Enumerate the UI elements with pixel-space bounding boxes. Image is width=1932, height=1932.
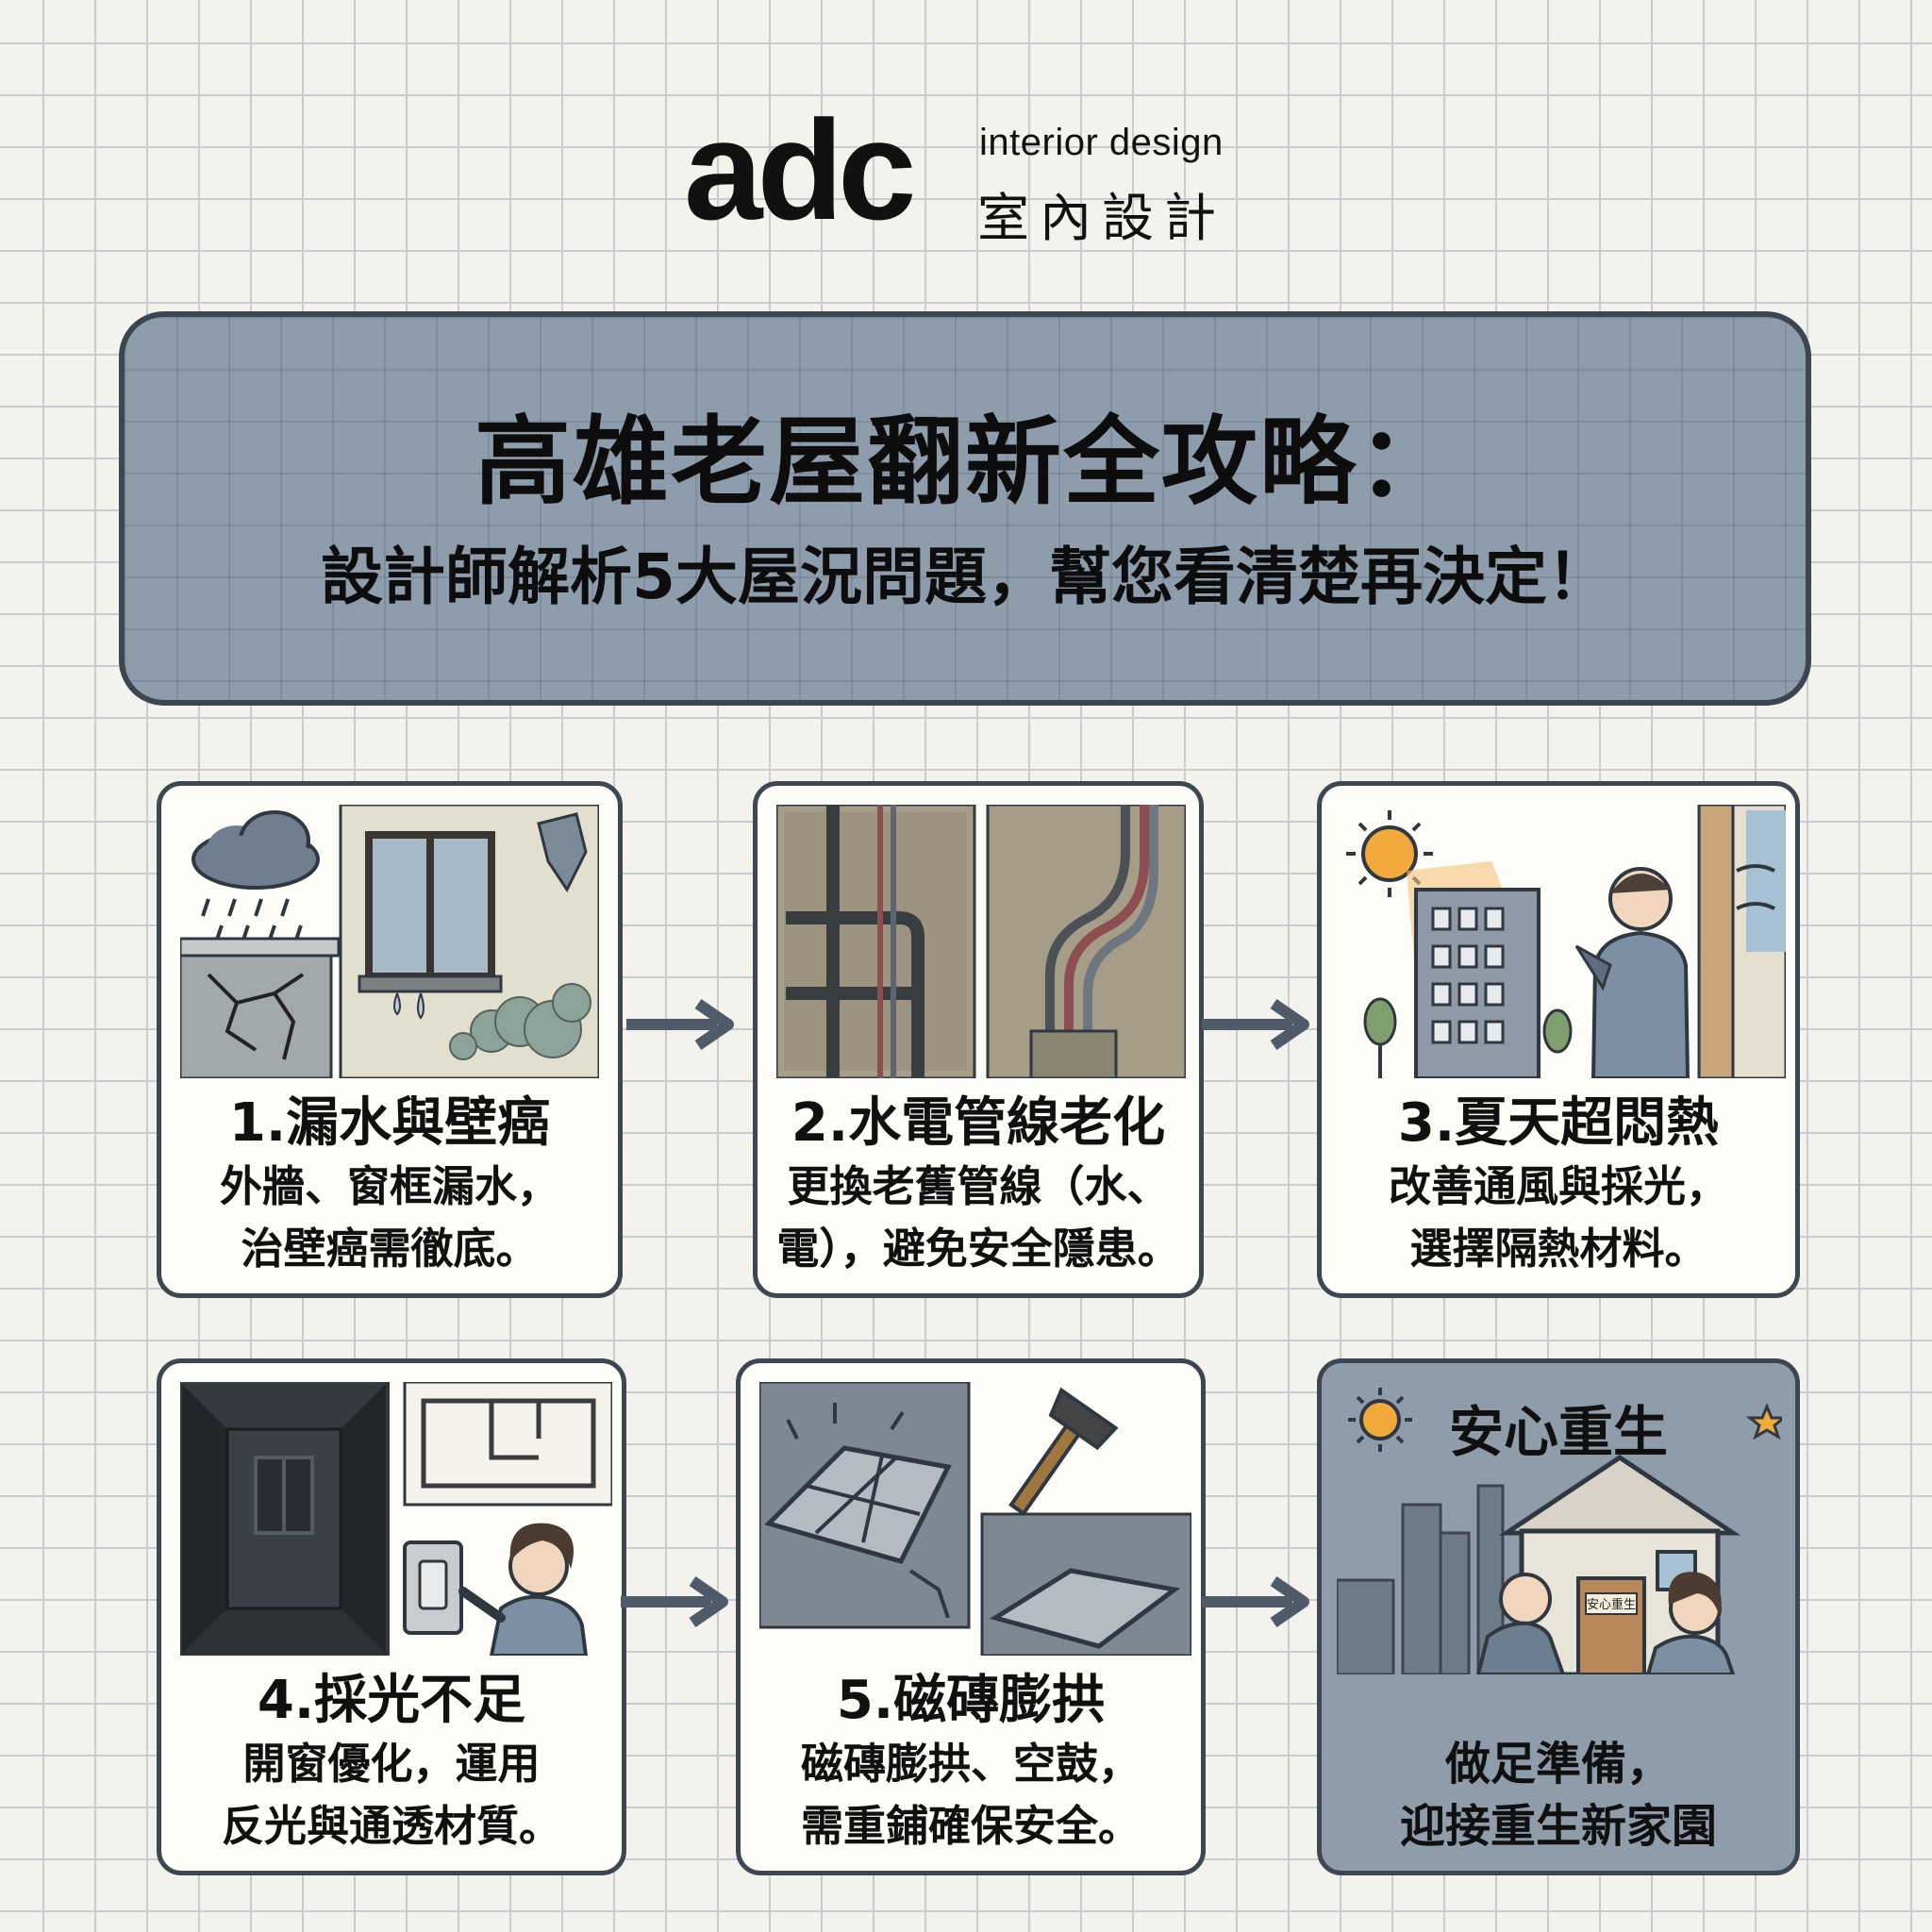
building-icon <box>1414 888 1541 1078</box>
sun-icon <box>1348 1388 1412 1452</box>
card-desc-line1: 開窗優化，運用 <box>242 1739 541 1789</box>
light-switch-icon <box>403 1541 463 1635</box>
arrow-right-icon <box>1202 999 1309 1050</box>
old-pipes-icon <box>776 805 976 1078</box>
dark-room-icon <box>180 1382 390 1656</box>
card-desc-line2: 選擇隔熱材料。 <box>1409 1224 1707 1274</box>
leak-illustration <box>180 805 599 1078</box>
arrow-right-icon <box>626 999 734 1050</box>
rain-cloud-icon <box>192 810 320 943</box>
card-desc-line1: 更換老舊管線（水、 <box>787 1161 1170 1211</box>
card-title: 2.水電管線老化 <box>791 1092 1166 1154</box>
card-lighting: 4.採光不足 開窗優化，運用 反光與通透材質。 <box>157 1358 626 1875</box>
final-card-title: 安心重生 <box>1448 1400 1668 1464</box>
brand-name-en: interior design <box>979 122 1224 163</box>
door-sign: 安心重生 <box>1587 1597 1636 1612</box>
tree-icon <box>1363 997 1573 1078</box>
cracked-tiles-icon <box>759 1382 971 1629</box>
arrow-right-icon <box>1202 1576 1309 1627</box>
insulated-wall-icon <box>1697 805 1786 1078</box>
card-desc-line2: 反光與通透材質。 <box>221 1801 561 1851</box>
old-wiring-icon <box>986 805 1186 1078</box>
adc-logo-mark: adc <box>684 113 919 245</box>
brand-name-zh: 室內設計 <box>977 188 1227 248</box>
card-reborn: 安心重生 安心重生 做足準備， 迎接重生新家園 <box>1317 1358 1800 1875</box>
card-desc-line2: 治壁癌需徹底。 <box>241 1224 539 1274</box>
leaking-window-icon <box>339 805 599 1078</box>
card-title: 3.夏天超悶熱 <box>1397 1092 1720 1154</box>
card-desc-line1: 改善通風與採光， <box>1388 1161 1728 1211</box>
cracked-wall-icon <box>180 937 341 1078</box>
pipes-illustration <box>776 805 1186 1078</box>
card-heat: 3.夏天超悶熱 改善通風與採光， 選擇隔熱材料。 <box>1317 781 1800 1298</box>
card-plumbing: 2.水電管線老化 更換老舊管線（水、 電），避免安全隱患。 <box>753 781 1204 1298</box>
card-tiles: 5.磁磚膨拱 磁磚膨拱、空鼓， 需重鋪確保安全。 <box>736 1358 1206 1875</box>
star-icon <box>1745 1403 1782 1441</box>
logo-wordmark: adc <box>684 113 913 245</box>
heat-illustration <box>1346 805 1786 1078</box>
card-desc-line1: 外牆、窗框漏水， <box>219 1161 559 1211</box>
card-title: 5.磁磚膨拱 <box>836 1670 1106 1731</box>
card-title: 4.採光不足 <box>257 1670 526 1731</box>
card-leak: 1.漏水與壁癌 外牆、窗框漏水， 治壁癌需徹底。 <box>157 781 623 1298</box>
lighting-illustration <box>180 1382 612 1656</box>
page-title: 高雄老屋翻新全攻略： <box>475 407 1456 519</box>
arrow-right-icon <box>621 1576 728 1627</box>
final-card-desc-line2: 迎接重生新家園 <box>1399 1800 1717 1853</box>
tiles-illustration <box>759 1382 1191 1656</box>
woman-pointing-icon <box>458 1523 589 1656</box>
handshake-people-icon <box>1475 1572 1736 1674</box>
floor-plan-icon <box>403 1382 612 1507</box>
hammer-repair-icon <box>980 1387 1191 1656</box>
hot-person-icon <box>1574 867 1690 1078</box>
card-title: 1.漏水與壁癌 <box>228 1092 551 1154</box>
title-banner: 高雄老屋翻新全攻略： 設計師解析5大屋況問題，幫您看清楚再決定！ <box>119 311 1811 706</box>
page-subtitle: 設計師解析5大屋況問題，幫您看清楚再決定！ <box>321 541 1609 613</box>
final-card-desc-line1: 做足準備， <box>1444 1738 1672 1790</box>
brand-logo: adc interior design 室內設計 <box>684 113 1269 248</box>
card-desc-line1: 磁磚膨拱、空鼓， <box>800 1739 1141 1789</box>
reborn-illustration: 安心重生 <box>1337 1388 1782 1674</box>
card-desc-line2: 需重鋪確保安全。 <box>800 1801 1141 1851</box>
card-desc-line2: 電），避免安全隱患。 <box>776 1224 1180 1274</box>
